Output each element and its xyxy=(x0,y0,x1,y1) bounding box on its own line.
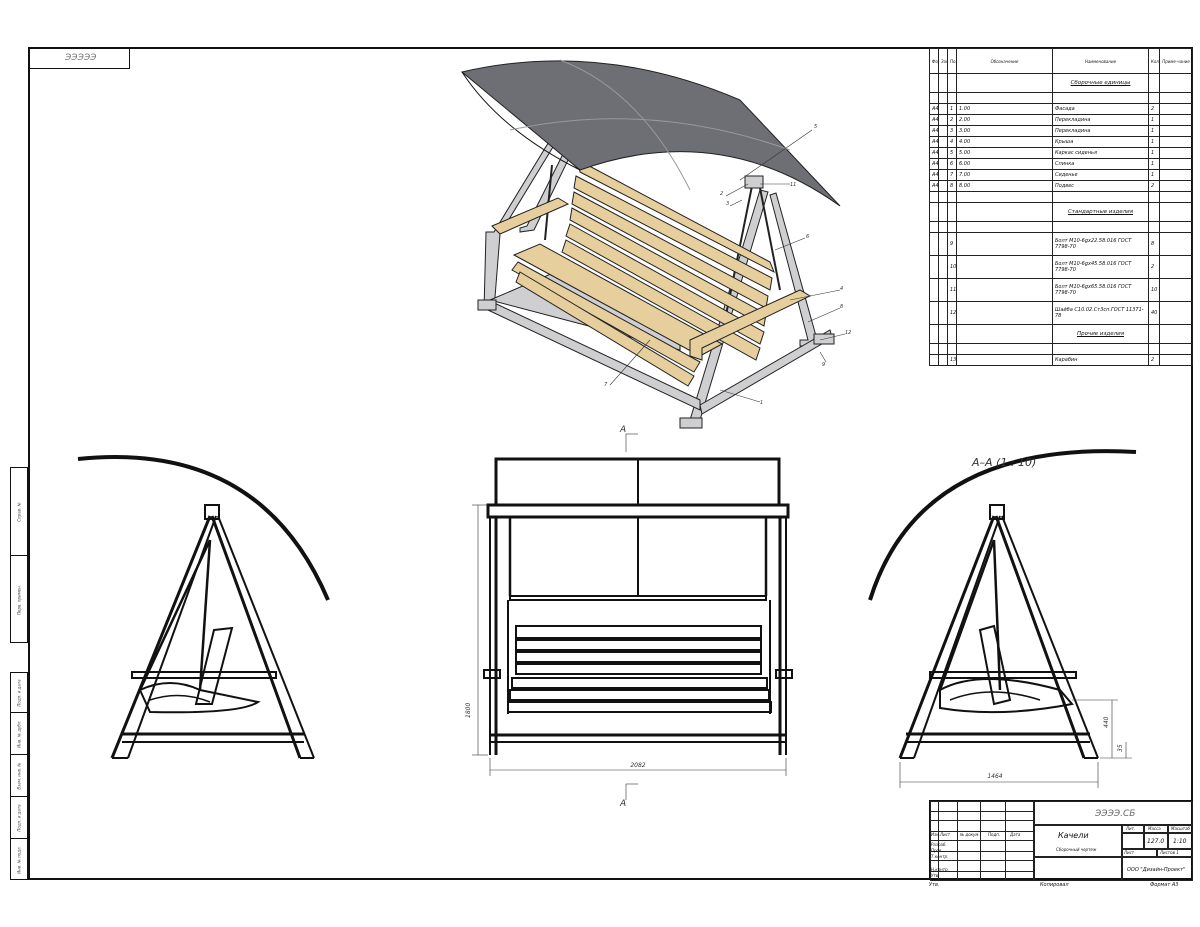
side-cell: Подп. и дата xyxy=(11,797,27,839)
doc-code: ЭЭЭЭЭ xyxy=(65,53,97,63)
spec-header: Зона xyxy=(938,48,948,74)
side-strip-lower: Подп. и дата Инв. № дубл. Взам. инв. № П… xyxy=(10,672,28,880)
side-cell: Справ. № xyxy=(11,468,27,556)
dim-total-width: 2082 xyxy=(630,762,645,769)
stamp-code-cell xyxy=(1034,801,1193,825)
stamp-row-label: Подп. xyxy=(988,832,1001,837)
stamp-row-label: № докум. xyxy=(960,832,980,837)
stamp-code: ЭЭЭЭ.СБ xyxy=(1095,809,1136,819)
copy-label: Копировал xyxy=(1040,882,1069,888)
stamp-row-label: Утв. xyxy=(931,873,940,878)
iso-callouts xyxy=(609,129,846,403)
stamp-scale: 1:10 xyxy=(1173,838,1187,845)
callout-label: 1 xyxy=(760,400,763,406)
dim-seat-height: 440 xyxy=(1103,716,1110,728)
side-cell: Инв. № дубл. xyxy=(11,713,27,755)
title-block: Изм. Лист № докум. Подп. Дата Разраб. Пр… xyxy=(929,800,1193,881)
spec-header: Наименование xyxy=(1052,48,1149,74)
stamp-row-label: Т.контр. xyxy=(931,854,949,859)
copy-label-left: Утв. xyxy=(929,882,940,888)
callout-label: 5 xyxy=(814,124,817,130)
format-label: Формат А3 xyxy=(1150,882,1179,888)
stamp-row-label: Дата xyxy=(1010,832,1021,837)
front-dimension-labels: 2082 1800 А А xyxy=(465,425,646,809)
stamp-col-header: Масштаб xyxy=(1171,826,1191,831)
dim-foot-height: 35 xyxy=(1117,744,1124,752)
doc-code-box: ЭЭЭЭЭ xyxy=(28,47,130,69)
section-dimension-labels: 1464 440 35 А–А (1 : 10) xyxy=(971,456,1124,780)
stamp-col-header: Масса xyxy=(1148,826,1161,831)
left-side-view xyxy=(77,454,330,759)
section-view xyxy=(868,449,1137,788)
callout-label: 9 xyxy=(822,362,825,368)
iso-callout-labels: 5 2 11 3 6 4 8 12 9 7 1 xyxy=(604,124,851,406)
callout-label: 8 xyxy=(840,304,843,310)
callout-label: 2 xyxy=(720,191,723,197)
stamp-col-header: Лит. xyxy=(1126,826,1136,831)
cut-marker-top: А xyxy=(619,425,626,435)
stamp-mass: 127.0 xyxy=(1147,838,1165,845)
callout-label: 7 xyxy=(604,382,608,388)
stamp-grid xyxy=(930,801,1034,881)
callout-label: 12 xyxy=(845,330,851,336)
iso-seat xyxy=(511,243,724,387)
spec-section-title: Сборочные единицы xyxy=(1052,73,1149,93)
front-view xyxy=(472,433,793,800)
spec-section-title: Стандартные изделия xyxy=(1052,202,1149,222)
stamp-sheet: Лист xyxy=(1124,850,1135,855)
stamp-sheets: Листов 1 xyxy=(1160,850,1179,855)
stamp-title-cell xyxy=(1034,825,1122,857)
iso-armrests xyxy=(491,197,812,361)
callout-label: 3 xyxy=(726,201,729,207)
stamp-row-label: Н.контр. xyxy=(931,867,949,872)
spec-header: Обозначение xyxy=(956,48,1053,74)
callout-label: 11 xyxy=(790,182,796,188)
stamp-company: ООО "Дизайн-Проект" xyxy=(1127,867,1186,873)
callout-label: 4 xyxy=(840,286,843,292)
side-strip-upper: Справ. № Перв. примен. xyxy=(10,467,28,643)
cut-marker-bottom: А xyxy=(619,799,626,809)
section-label: А–А (1 : 10) xyxy=(971,456,1036,469)
stamp-row-label: Лист xyxy=(940,832,951,837)
spec-header-row: Формат Зона Поз. Обозначение Наименовани… xyxy=(929,48,1193,74)
stamp-row-label: Пров. xyxy=(931,848,943,853)
side-cell: Взам. инв. № xyxy=(11,755,27,797)
drawing-frame xyxy=(28,47,1193,880)
isometric-view: 5 2 11 3 6 4 8 12 9 7 1 xyxy=(460,59,851,429)
iso-seat-back xyxy=(561,159,775,361)
dim-total-height: 1800 xyxy=(465,703,472,718)
specification-table: Формат Зона Поз. Обозначение Наименовани… xyxy=(929,48,1193,366)
stamp-row-label: Изм. xyxy=(931,832,941,837)
stamp-row-label: Разраб. xyxy=(931,842,947,847)
iso-canopy xyxy=(460,59,841,207)
spec-section-title: Прочие изделия xyxy=(1052,324,1149,344)
spec-header: Формат xyxy=(929,48,939,74)
dim-base-depth: 1464 xyxy=(987,773,1002,780)
callout-label: 6 xyxy=(806,234,809,240)
side-cell: Подп. и дата xyxy=(11,673,27,713)
spec-header: Приме-чание xyxy=(1159,48,1193,74)
spec-header: Поз. xyxy=(947,48,957,74)
stamp-title: Качели xyxy=(1058,831,1089,840)
stamp-subtitle: Сборочный чертеж xyxy=(1056,847,1097,852)
spec-header: Кол. xyxy=(1148,48,1160,74)
